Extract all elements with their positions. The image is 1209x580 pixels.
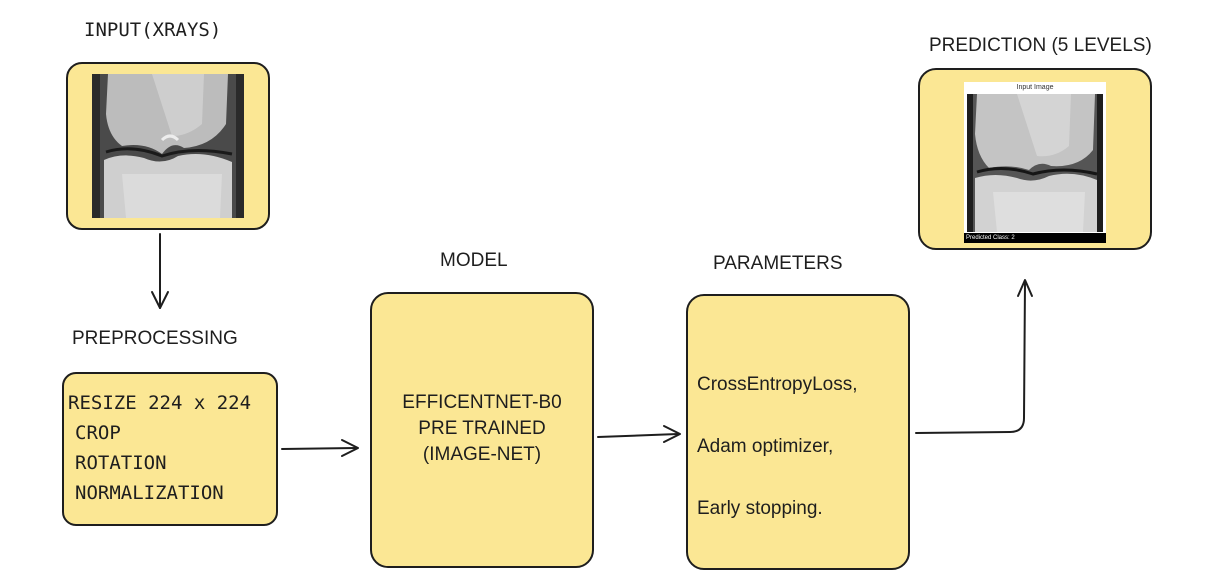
model-pretrained: PRE TRAINED (418, 418, 546, 439)
arrow-parameters-to-prediction (915, 279, 1033, 434)
input-xray-box (66, 62, 270, 230)
step-normalization: NORMALIZATION (75, 482, 224, 504)
prediction-caption: Predicted Class: 2 (966, 235, 1015, 241)
param-loss: CrossEntropyLoss, (697, 374, 858, 395)
prediction-image-panel: Input Image Predicted Class: 2 (964, 82, 1106, 243)
step-resize: RESIZE 224 x 224 (68, 392, 252, 414)
parameters-list: CrossEntropyLoss, Adam optimizer, Early … (697, 354, 858, 540)
prediction-image-title: Input Image (1016, 84, 1054, 91)
model-label: MODEL (440, 250, 508, 271)
prediction-caption-bar: Predicted Class: 2 (964, 233, 1106, 243)
param-optimizer: Adam optimizer, (697, 436, 834, 457)
param-early-stopping: Early stopping. (697, 498, 823, 519)
input-label: INPUT(XRAYS) (84, 19, 222, 41)
step-rotation: ROTATION (75, 452, 167, 474)
preprocessing-steps: RESIZE 224 x 224 CROP ROTATION NORMALIZA… (68, 388, 251, 508)
prediction-box: Input Image Predicted Class: 2 (918, 68, 1152, 250)
preprocessing-label: PREPROCESSING (72, 328, 238, 349)
model-description: EFFICENTNET-B0 PRE TRAINED (IMAGE-NET) (372, 390, 592, 468)
model-box: EFFICENTNET-B0 PRE TRAINED (IMAGE-NET) (370, 292, 594, 568)
knee-xray-image (92, 74, 244, 218)
arrow-model-to-parameters (597, 425, 681, 443)
preprocessing-box: RESIZE 224 x 224 CROP ROTATION NORMALIZA… (62, 372, 278, 526)
prediction-label: PREDICTION (5 LEVELS) (929, 35, 1152, 56)
arrow-preprocessing-to-model (281, 439, 359, 457)
step-crop: CROP (75, 422, 121, 444)
parameters-box: CrossEntropyLoss, Adam optimizer, Early … (686, 294, 910, 570)
prediction-xray-image (967, 94, 1103, 232)
model-dataset: (IMAGE-NET) (422, 444, 542, 465)
parameters-label: PARAMETERS (713, 253, 843, 274)
arrow-input-to-preprocessing (151, 233, 169, 309)
model-name: EFFICENTNET-B0 (402, 392, 562, 413)
